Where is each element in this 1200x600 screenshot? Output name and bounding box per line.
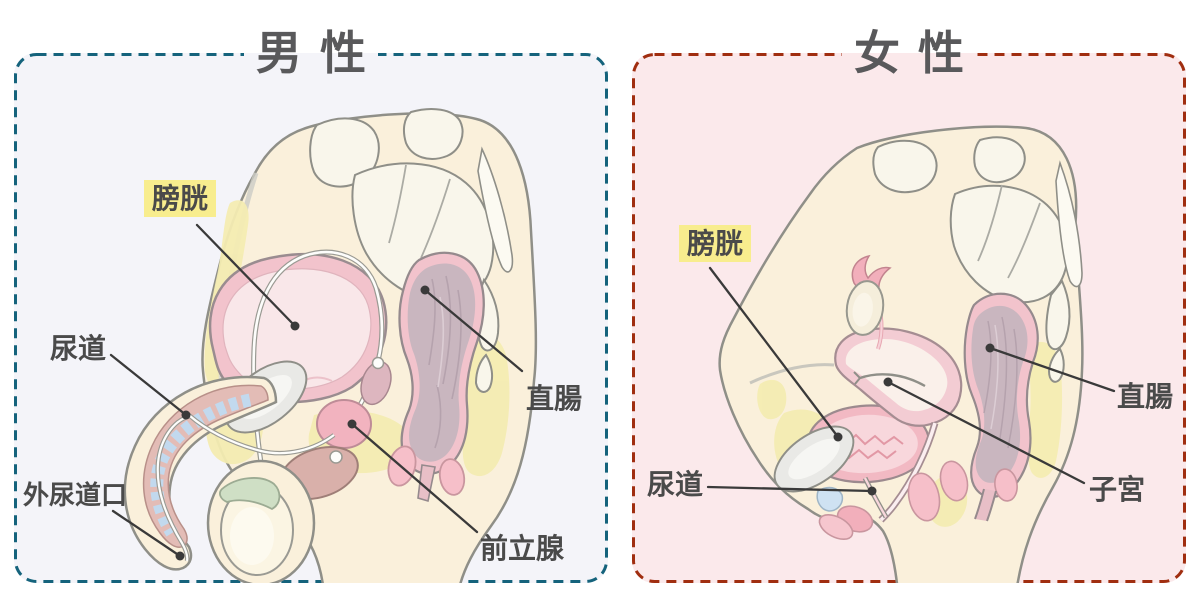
bladder-label: 膀胱 — [144, 180, 217, 218]
vertebra — [973, 136, 1026, 184]
urethra-label: 尿道 — [647, 469, 704, 500]
vertebra — [872, 139, 938, 194]
rectum-label: 直腸 — [1117, 381, 1174, 412]
prostate-label: 前立腺 — [480, 533, 565, 564]
male-panel: 男性 膀胱 尿道 外尿道口 直腸 前立腺 — [14, 26, 608, 583]
bulbourethral-gland — [329, 450, 343, 464]
female-panel: 女性 膀胱 尿道 直腸 子宮 — [632, 26, 1186, 583]
rectum-label: 直腸 — [526, 383, 583, 414]
uterus-label: 子宮 — [1089, 474, 1146, 505]
female-panel-title: 女性 — [842, 26, 976, 80]
urethra-label: 尿道 — [50, 333, 107, 364]
bladder-label: 膀胱 — [679, 225, 752, 263]
external-urethral-opening-label: 外尿道口 — [23, 480, 128, 510]
urethra-leader-line — [109, 353, 188, 417]
ampulla-ball — [371, 356, 385, 370]
female-figure — [706, 125, 1116, 583]
rectum-shape — [963, 292, 1039, 498]
scrotum-testis — [206, 459, 316, 583]
vertebra — [402, 108, 464, 160]
male-panel-title: 男性 — [244, 26, 378, 80]
